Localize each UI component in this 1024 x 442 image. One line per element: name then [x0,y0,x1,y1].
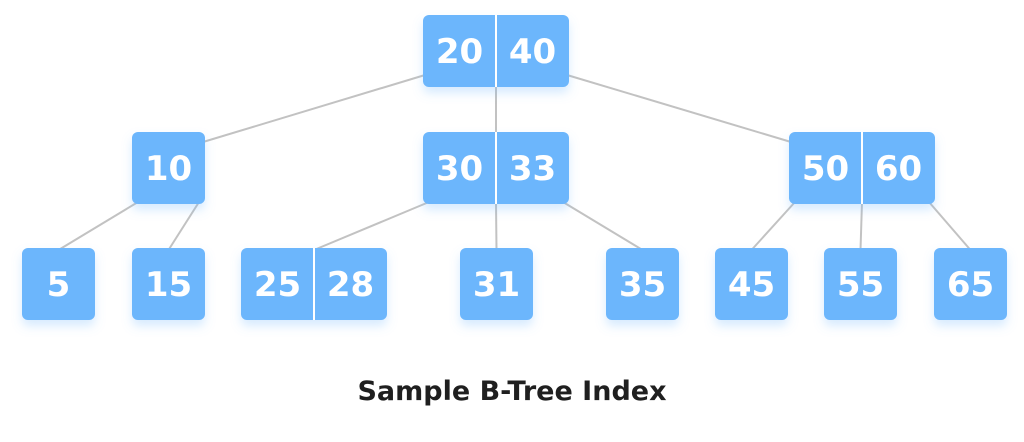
node-key: 25 [254,265,301,305]
edge-n-50-60-to-leaf-55 [859,201,863,251]
edge-root-to-n-10 [202,74,426,143]
edge-n-30-33-to-leaf-31 [495,201,498,251]
node-key: 10 [145,149,192,189]
edge-n-10-to-leaf-5 [57,201,139,251]
node-n-30-33: 30 33 [423,132,569,204]
node-leaf-35: 35 [606,248,679,320]
node-box [606,248,679,320]
node-key: 35 [619,265,666,305]
edge-n-50-60-to-leaf-45 [750,201,796,251]
node-key: 55 [837,265,884,305]
node-leaf-31: 31 [460,248,533,320]
edge-root-to-n-50-60 [566,74,792,143]
node-n-10: 10 [132,132,205,204]
node-key: 60 [875,149,922,189]
node-key: 40 [509,32,556,72]
node-key: 20 [436,32,483,72]
node-box [934,248,1007,320]
edge-n-30-33-to-leaf-35 [562,201,644,251]
tree-edges [57,74,972,251]
node-box [22,248,95,320]
node-key: 50 [802,149,849,189]
node-box [132,132,205,204]
edge-n-30-33-to-leaf-25-28 [313,201,430,251]
node-key: 15 [145,265,192,305]
node-key: 65 [947,265,994,305]
edge-n-50-60-to-leaf-65 [928,201,972,251]
diagram-caption: Sample B-Tree Index [357,376,667,407]
edge-n-10-to-leaf-15 [167,201,200,251]
node-leaf-5: 5 [22,248,95,320]
node-key: 45 [728,265,775,305]
node-n-50-60: 50 60 [789,132,935,204]
node-box [460,248,533,320]
node-key: 28 [327,265,374,305]
node-leaf-45: 45 [715,248,788,320]
node-key: 33 [509,149,556,189]
node-box [715,248,788,320]
node-box [824,248,897,320]
node-box [132,248,205,320]
node-leaf-65: 65 [934,248,1007,320]
node-key: 30 [436,149,483,189]
node-leaf-25-28: 25 28 [241,248,387,320]
node-leaf-55: 55 [824,248,897,320]
node-leaf-15: 15 [132,248,205,320]
node-key: 5 [47,265,71,305]
node-key: 31 [473,265,520,305]
